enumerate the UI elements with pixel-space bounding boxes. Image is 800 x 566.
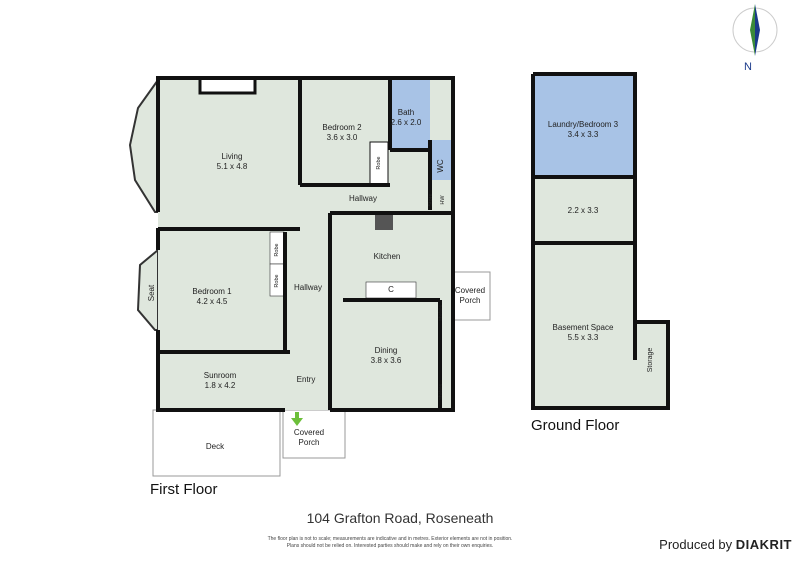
room-wc: WC bbox=[436, 159, 445, 173]
deck bbox=[152, 409, 281, 477]
first-floor-plan bbox=[128, 76, 491, 477]
fireplace-living bbox=[198, 76, 257, 95]
room-deck: Deck bbox=[205, 442, 225, 451]
room-robe-bed2: Robe bbox=[376, 156, 382, 170]
room-robe-2: Robe bbox=[274, 274, 280, 288]
bath-room bbox=[390, 80, 430, 150]
covered-porch-entry bbox=[282, 409, 346, 459]
compass-north-label: N bbox=[744, 61, 752, 73]
ground-floor-plan bbox=[531, 72, 670, 410]
disclaimer: The floor plan is not to scale; measurem… bbox=[267, 536, 513, 549]
diakrit-logo: DIAKRIT bbox=[735, 537, 792, 552]
room-2-2x3-3: 2.2 x 3.3 bbox=[567, 206, 599, 215]
covered-porch-side bbox=[449, 271, 491, 321]
room-covered-porch-entry: Covered Porch bbox=[293, 428, 325, 447]
property-address: 104 Grafton Road, Roseneath bbox=[306, 510, 494, 526]
room-covered-porch-side: Covered Porch bbox=[454, 286, 486, 305]
ground-floor-title: Ground Floor bbox=[531, 417, 620, 434]
living-bay-window bbox=[128, 76, 159, 213]
entry-arrow bbox=[291, 412, 303, 426]
room-hallway-lower: Hallway bbox=[293, 283, 323, 292]
room-storage: Storage bbox=[647, 347, 654, 373]
room-store: Store bbox=[428, 193, 434, 207]
first-floor-walls bbox=[156, 76, 455, 412]
room-shelves-2: Shelves bbox=[438, 383, 443, 401]
room-shelves-1: Shelves bbox=[438, 304, 443, 322]
room-seat: Seat bbox=[147, 284, 156, 302]
compass-icon bbox=[732, 4, 778, 56]
first-floor-title: First Floor bbox=[150, 481, 218, 498]
producer-credit: Produced by DIAKRIT bbox=[659, 537, 792, 552]
room-kitchen: Kitchen bbox=[373, 252, 401, 261]
counter-c-label: C bbox=[388, 285, 394, 294]
stove bbox=[375, 215, 393, 230]
storage-room bbox=[635, 322, 668, 408]
ground-floor-walls bbox=[531, 72, 670, 410]
room-hw: HW bbox=[440, 195, 446, 205]
laundry-room bbox=[535, 76, 633, 176]
room-entry: Entry bbox=[296, 375, 316, 384]
room-robe-1: Robe bbox=[274, 243, 280, 257]
wc-room bbox=[429, 140, 451, 180]
room-hallway-upper: Hallway bbox=[348, 194, 378, 203]
